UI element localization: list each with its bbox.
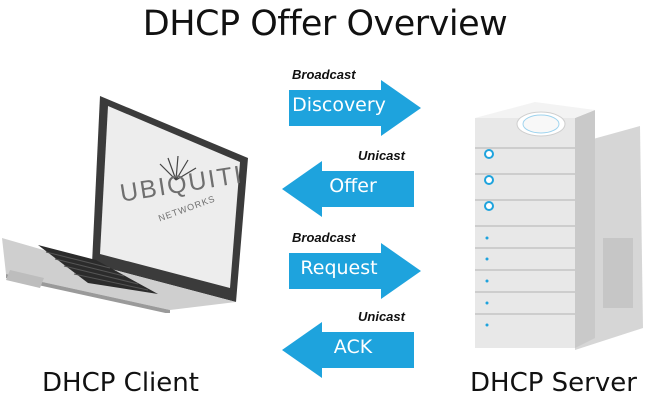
offer-arrow [282,161,414,217]
discovery-label: Discovery [292,94,386,116]
server-caption: DHCP Server [470,368,637,398]
server-illustration [475,102,643,350]
ack-arrow [282,322,414,378]
ack-label: ACK [333,336,373,358]
offer-label: Offer [329,175,377,197]
request-mode: Broadcast [292,230,356,245]
client-caption: DHCP Client [42,368,199,398]
request-label: Request [300,257,378,279]
offer-mode: Unicast [358,148,405,163]
discovery-arrow [289,80,421,136]
discovery-mode: Broadcast [292,67,356,82]
request-arrow [289,243,421,299]
ack-mode: Unicast [358,309,405,324]
laptop-illustration [2,96,248,313]
diagram-title: DHCP Offer Overview [142,4,508,44]
